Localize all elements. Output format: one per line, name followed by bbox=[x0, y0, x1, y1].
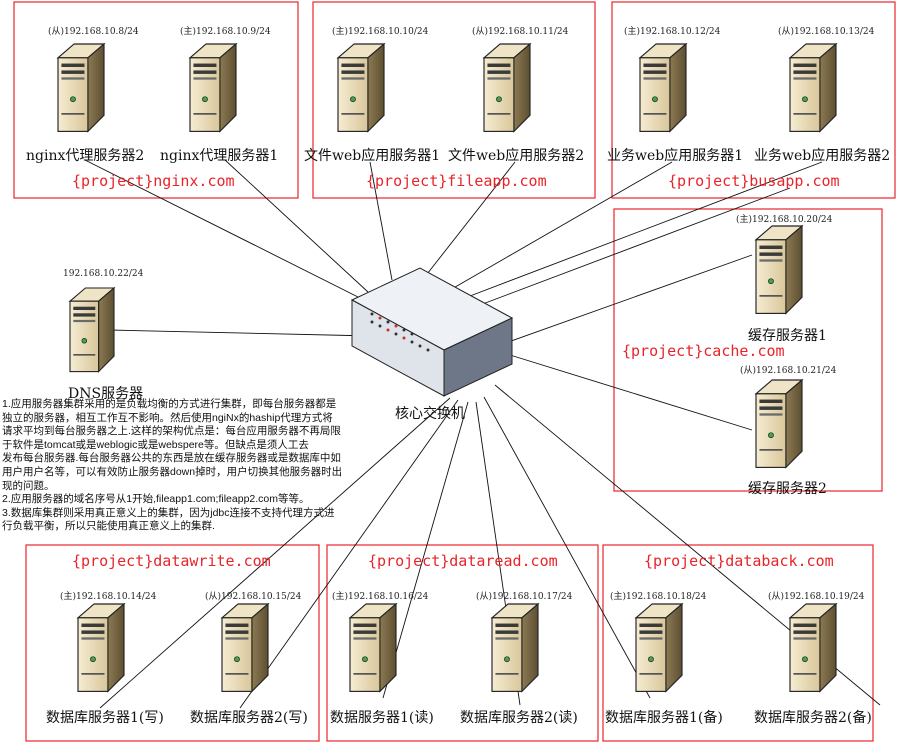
server-label: 数据库服务器1(写) bbox=[46, 710, 164, 726]
group-frame-datawrite bbox=[25, 544, 320, 742]
switch-label: 核心交换机 bbox=[395, 405, 465, 422]
server-ip: (从)192.168.10.17/24 bbox=[476, 591, 573, 602]
server-ip: (从)192.168.10.8/24 bbox=[48, 26, 139, 37]
server-label: 数据库服务器2(读) bbox=[460, 709, 578, 726]
note-line: 请求平均到每台服务器之上.这样的架构优点是：每台应用服务器不再局限 bbox=[2, 425, 341, 438]
server-label: nginx代理服务器2 bbox=[26, 148, 144, 164]
note-line: 发布每台服务器.每台服务器公共的东西是放在缓存服务器或是数据库中如 bbox=[2, 452, 341, 465]
server-label: 数据库服务器2(备) bbox=[754, 709, 872, 726]
architecture-notes: 1.应用服务器集群采用的是负载均衡的方式进行集群，即每台服务器都是 独立的服务器… bbox=[2, 398, 406, 534]
core-switch: 核心交换机 bbox=[350, 267, 514, 422]
group-frame-databack bbox=[602, 544, 874, 742]
server-icon bbox=[639, 43, 687, 132]
group-datawrite: {project}datawrite.com (主)192.168.10.14/… bbox=[46, 552, 308, 726]
dns-ip: 192.168.10.22/24 bbox=[63, 269, 144, 279]
note-line: 现的问题。 bbox=[2, 479, 55, 492]
group-busapp: (主)192.168.10.12/24 业务web应用服务器1 (从)192.1… bbox=[607, 25, 890, 190]
server-icon bbox=[755, 379, 803, 468]
server-ip: (从)192.168.10.21/24 bbox=[740, 365, 837, 376]
domain-label: {project}dataread.com bbox=[368, 552, 558, 570]
server-icon bbox=[755, 225, 803, 314]
note-line: 用户用户名等，可以有效防止服务器down掉时，用户切换其他服务器时出 bbox=[2, 465, 343, 478]
server-icon bbox=[483, 43, 531, 132]
group-frame-fileapp bbox=[312, 1, 596, 199]
server-icon bbox=[491, 603, 539, 692]
group-fileapp: (主)192.168.10.10/24 文件web应用服务器1 (从)192.1… bbox=[304, 25, 584, 190]
note-line: 2.应用服务器的域名序号从1开始,fileapp1.com;fileapp2.c… bbox=[2, 493, 310, 506]
domain-label: {project}busapp.com bbox=[668, 172, 840, 190]
server-icon bbox=[337, 43, 385, 132]
domain-label: {project}cache.com bbox=[622, 342, 785, 360]
group-frame-cache bbox=[613, 208, 883, 492]
group-nginx: (从)192.168.10.8/24 nginx代理服务器2 (主)192.16… bbox=[26, 25, 278, 190]
server-label: 缓存服务器2 bbox=[748, 481, 827, 497]
group-frame-nginx bbox=[13, 1, 299, 199]
server-label: 数据库服务器2(写) bbox=[190, 710, 308, 726]
server-ip: (从)192.168.10.15/24 bbox=[205, 591, 302, 602]
dns-label: DNS服务器 bbox=[68, 386, 143, 402]
domain-label: {project}databack.com bbox=[644, 552, 834, 570]
server-ip: (主)192.168.10.20/24 bbox=[736, 213, 833, 225]
group-dataread: {project}dataread.com (主)192.168.10.16/2… bbox=[330, 552, 578, 726]
group-frame-dataread bbox=[326, 544, 599, 742]
domain-label: {project}nginx.com bbox=[72, 172, 235, 190]
server-label: nginx代理服务器1 bbox=[160, 148, 278, 164]
server-icon bbox=[221, 603, 269, 692]
note-line: 行负载平衡，所以只能使用真正意义上的集群. bbox=[2, 520, 215, 533]
server-ip: (主)192.168.10.16/24 bbox=[332, 590, 429, 602]
server-icon bbox=[349, 603, 397, 692]
server-ip: (主)192.168.10.9/24 bbox=[180, 25, 271, 37]
domain-label: {project}fileapp.com bbox=[366, 172, 547, 190]
note-line: 3.数据库集群则采用真正意义上的集群，因为jdbc连接不支持代理方式进 bbox=[2, 506, 335, 519]
group-frame-busapp bbox=[611, 1, 896, 199]
server-ip: (从)192.168.10.11/24 bbox=[472, 26, 569, 37]
server-label: 数据服务器1(读) bbox=[330, 709, 434, 726]
server-label: 业务web应用服务器2 bbox=[754, 147, 890, 164]
note-line: 独立的服务器，相互工作互不影响。然后使用ngiNx的haship代理方式将 bbox=[2, 411, 333, 424]
server-ip: (主)192.168.10.12/24 bbox=[624, 25, 721, 37]
group-databack: {project}databack.com (主)192.168.10.18/2… bbox=[605, 552, 872, 726]
domain-label: {project}datawrite.com bbox=[72, 552, 271, 570]
server-ip: (从)192.168.10.19/24 bbox=[768, 591, 865, 602]
server-label: 数据库服务器1(备) bbox=[605, 709, 723, 726]
server-ip: (主)192.168.10.18/24 bbox=[610, 590, 707, 602]
server-ip: (主)192.168.10.10/24 bbox=[332, 25, 429, 37]
server-icon bbox=[77, 603, 125, 692]
server-ip: (主)192.168.10.14/24 bbox=[60, 590, 157, 602]
server-label: 文件web应用服务器2 bbox=[448, 147, 584, 164]
dns-server: 192.168.10.22/24 DNS服务器 bbox=[63, 269, 144, 402]
server-label: 缓存服务器1 bbox=[748, 328, 827, 344]
server-icon bbox=[635, 603, 683, 692]
note-line: 1.应用服务器集群采用的是负载均衡的方式进行集群，即每台服务器都是 bbox=[2, 398, 337, 410]
server-label: 文件web应用服务器1 bbox=[304, 147, 440, 164]
server-icon bbox=[789, 43, 837, 132]
switch-ports bbox=[370, 312, 430, 352]
server-icon bbox=[189, 43, 237, 132]
group-frames bbox=[13, 1, 896, 742]
group-cache: (主)192.168.10.20/24 缓存服务器1 {project}cach… bbox=[622, 213, 837, 497]
note-line: 于软件是tomcat或是weblogic或是webspere等。但缺点是须人工去 bbox=[2, 438, 309, 451]
server-icon bbox=[789, 603, 837, 692]
server-icon bbox=[57, 43, 105, 132]
dns-server-icon bbox=[69, 287, 115, 373]
server-ip: (从)192.168.10.13/24 bbox=[778, 26, 875, 37]
server-label: 业务web应用服务器1 bbox=[607, 147, 743, 164]
